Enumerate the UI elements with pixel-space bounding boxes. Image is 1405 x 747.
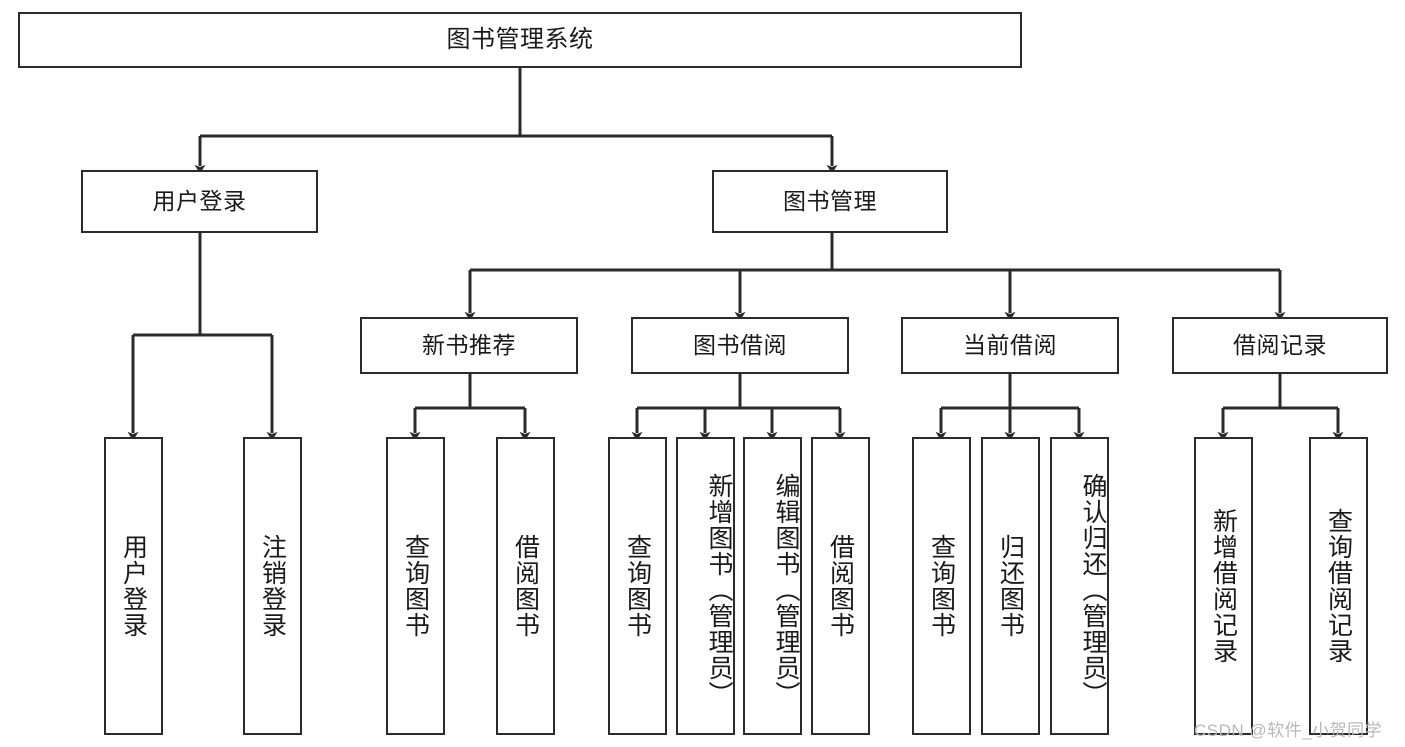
node-current-borrow-label: 当前借阅: [963, 332, 1057, 359]
node-leaf-logout-label: 注销登录: [258, 534, 287, 638]
node-leaf-borrow-book-1-label: 借阅图书: [511, 534, 540, 638]
node-leaf-query-book-2-label: 查询图书: [623, 534, 652, 638]
node-book-manage[interactable]: 图书管理: [712, 170, 948, 233]
node-leaf-user-login[interactable]: 用户登录: [104, 437, 163, 735]
node-leaf-confirm-return-admin[interactable]: 确认归还（管理员）: [1050, 437, 1109, 735]
node-leaf-query-book-3[interactable]: 查询图书: [912, 437, 971, 735]
node-leaf-query-book-3-label: 查询图书: [927, 534, 956, 638]
node-leaf-return-book[interactable]: 归还图书: [981, 437, 1040, 735]
node-borrow-record-label: 借阅记录: [1233, 332, 1327, 359]
node-borrow-record[interactable]: 借阅记录: [1172, 317, 1388, 374]
node-leaf-add-book-admin[interactable]: 新增图书（管理员）: [676, 437, 735, 735]
node-leaf-query-book-1-label: 查询图书: [401, 534, 430, 638]
node-current-borrow[interactable]: 当前借阅: [901, 317, 1119, 374]
node-leaf-query-book-1[interactable]: 查询图书: [386, 437, 445, 735]
node-new-book-rec-label: 新书推荐: [422, 332, 516, 359]
node-book-borrow-label: 图书借阅: [693, 332, 787, 359]
node-leaf-user-login-label: 用户登录: [119, 534, 148, 638]
node-leaf-borrow-book-2-label: 借阅图书: [826, 534, 855, 638]
node-leaf-query-borrow-record[interactable]: 查询借阅记录: [1309, 437, 1368, 735]
node-leaf-edit-book-admin[interactable]: 编辑图书（管理员）: [743, 437, 802, 735]
node-leaf-edit-book-admin-label: 编辑图书（管理员）: [772, 473, 800, 707]
node-leaf-borrow-book-2[interactable]: 借阅图书: [811, 437, 870, 735]
node-leaf-add-book-admin-label: 新增图书（管理员）: [705, 473, 733, 707]
csdn-watermark: CSDN @软件_小贺同学: [1194, 721, 1383, 740]
node-leaf-add-borrow-record-label: 新增借阅记录: [1209, 508, 1238, 664]
node-leaf-borrow-book-1[interactable]: 借阅图书: [496, 437, 555, 735]
node-leaf-add-borrow-record[interactable]: 新增借阅记录: [1194, 437, 1253, 735]
node-root-label: 图书管理系统: [446, 26, 594, 53]
node-leaf-query-borrow-record-label: 查询借阅记录: [1324, 508, 1353, 664]
node-root[interactable]: 图书管理系统: [18, 12, 1022, 68]
node-leaf-return-book-label: 归还图书: [996, 534, 1025, 638]
node-user-login-label: 用户登录: [152, 188, 247, 215]
node-book-borrow[interactable]: 图书借阅: [631, 317, 849, 374]
node-new-book-rec[interactable]: 新书推荐: [360, 317, 578, 374]
node-leaf-confirm-return-admin-label: 确认归还（管理员）: [1079, 473, 1107, 707]
node-leaf-logout[interactable]: 注销登录: [243, 437, 302, 735]
node-book-manage-label: 图书管理: [783, 188, 877, 215]
node-user-login[interactable]: 用户登录: [81, 170, 318, 233]
node-leaf-query-book-2[interactable]: 查询图书: [608, 437, 667, 735]
